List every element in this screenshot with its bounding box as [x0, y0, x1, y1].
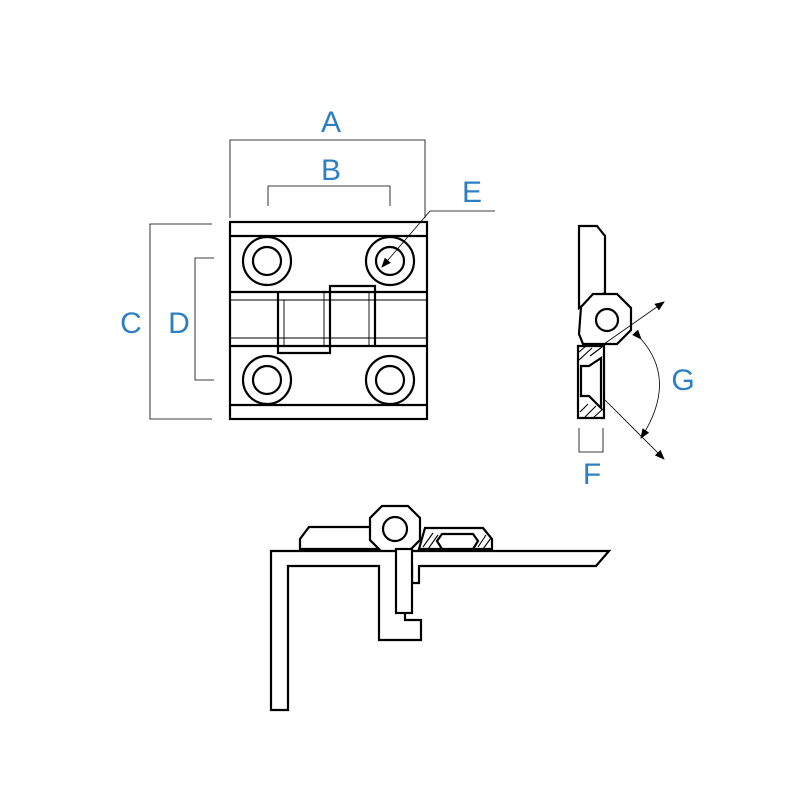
dimension-labels: A B C D E F G [120, 106, 695, 491]
label-d: D [168, 307, 190, 340]
side-countersink [579, 355, 603, 411]
knuckle-interlock [276, 284, 377, 355]
installation-view [269, 504, 612, 712]
angle-g-arc [632, 329, 660, 439]
dimension-c-bracket [149, 223, 212, 420]
front-view [149, 139, 495, 421]
dimension-f-bracket [578, 428, 604, 453]
angle-line-lower [603, 398, 665, 460]
mounting-hole-top-left [241, 235, 293, 287]
label-f: F [583, 458, 601, 491]
mounting-hole-bottom-left [241, 354, 293, 406]
dimension-e-leader [381, 210, 495, 268]
label-c: C [120, 307, 142, 340]
side-pin-hole [594, 307, 620, 333]
install-door-leaf [394, 547, 414, 615]
side-view [576, 224, 665, 460]
label-a: A [321, 106, 341, 139]
label-b: B [321, 154, 341, 187]
label-e: E [462, 176, 482, 209]
mounting-hole-top-right [364, 235, 416, 287]
install-countersink [435, 532, 480, 551]
install-frame-profile [269, 549, 612, 712]
install-pin-hole [381, 515, 409, 543]
dimension-a-bracket [229, 139, 426, 218]
mounting-hole-bottom-right [364, 354, 416, 406]
dimension-d-bracket [194, 257, 214, 381]
label-g: G [671, 364, 694, 397]
angle-line-upper [603, 301, 665, 345]
dimension-b-bracket [267, 185, 391, 206]
install-left-leaf [298, 525, 381, 551]
